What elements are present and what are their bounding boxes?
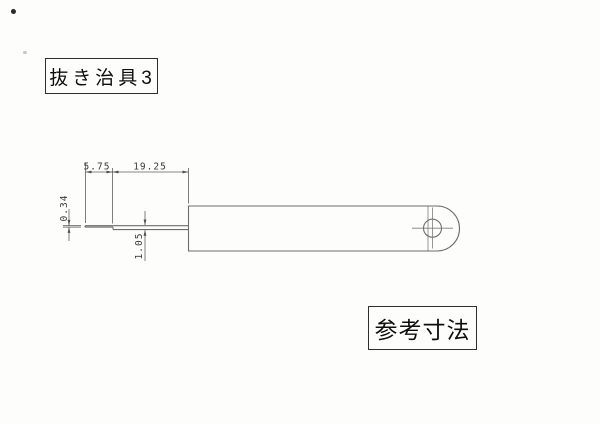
dimension-tip-length: 5.75 19.25 xyxy=(84,162,189,224)
dimension-value-blade-thickness: 1.05 xyxy=(134,233,145,260)
drawing-title: 抜き治具3 xyxy=(49,67,156,89)
blade-outline xyxy=(84,225,189,231)
dimension-value-blade-length: 19.25 xyxy=(133,162,167,173)
hole xyxy=(412,207,453,249)
dimension-value-tip-thickness: 0.34 xyxy=(59,195,70,222)
dimension-value-tip-length: 5.75 xyxy=(84,162,111,173)
dimension-blade-thickness: 1.05 xyxy=(134,211,147,261)
reference-dimensions-box: 参考寸法 xyxy=(368,306,477,350)
scan-speck xyxy=(23,51,27,54)
dimension-tip-thickness: 0.34 xyxy=(59,195,81,241)
reference-dimensions-label: 参考寸法 xyxy=(374,317,471,343)
drawing-title-box: 抜き治具3 xyxy=(45,58,158,94)
